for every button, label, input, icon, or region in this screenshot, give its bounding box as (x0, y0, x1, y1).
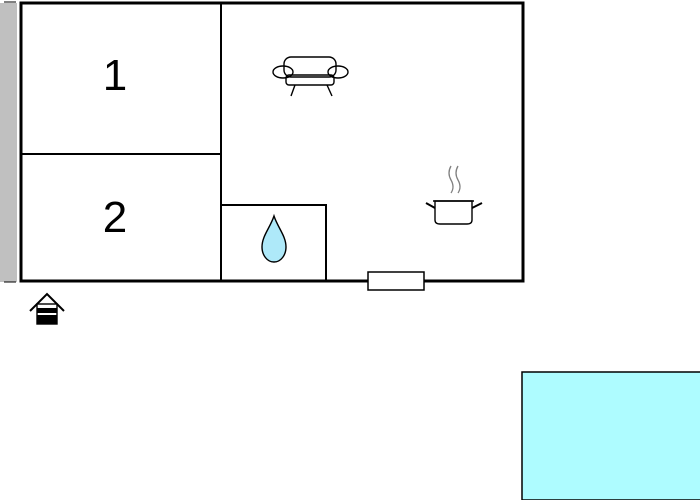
wall-bathroom (221, 204, 327, 281)
outer-wall (19, 1, 525, 283)
pool (521, 371, 700, 500)
room-label-1: 1 (103, 51, 127, 100)
terrace-strip (0, 3, 17, 282)
window (367, 271, 425, 291)
room-label-2: 2 (103, 193, 127, 242)
sofa-icon (272, 56, 349, 97)
cooking-pot-icon (425, 165, 483, 225)
water-drop-icon (261, 213, 287, 263)
entrance-house-icon (29, 292, 65, 325)
